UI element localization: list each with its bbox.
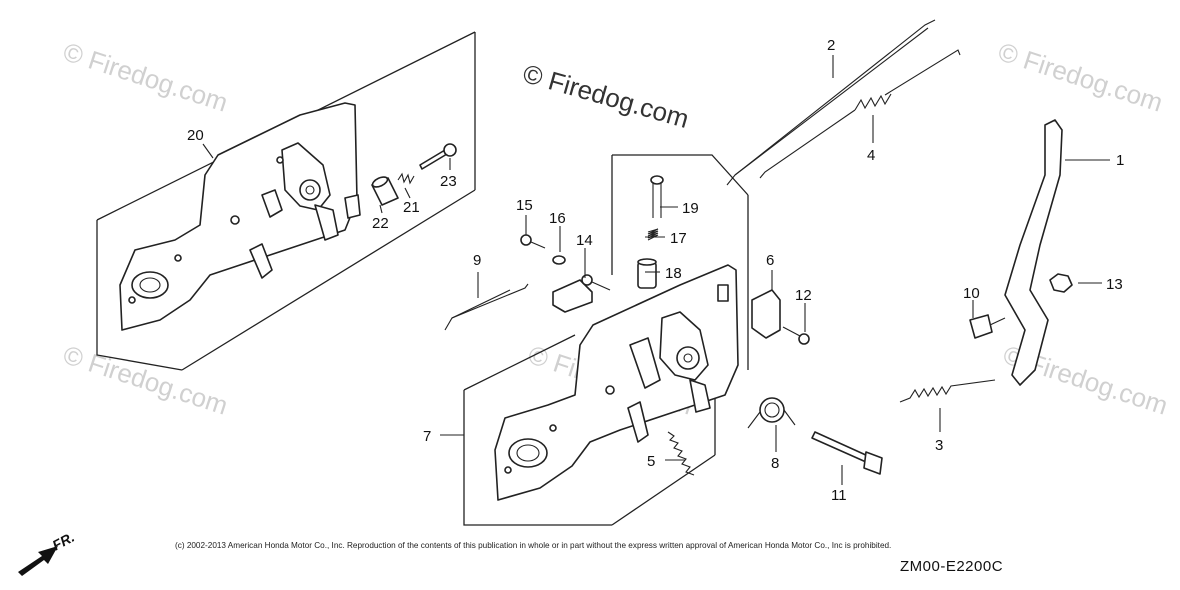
clip-10 (969, 314, 1006, 339)
screw-19 (650, 175, 664, 218)
diagram-code: ZM00-E2200C (900, 558, 1004, 575)
callout-6: 6 (766, 252, 774, 269)
collar-18 (637, 258, 657, 289)
callout-7: 7 (423, 428, 431, 445)
callout-11: 11 (831, 487, 847, 504)
bolt-11 (811, 431, 883, 475)
spring-3 (899, 379, 996, 403)
leader-lines (202, 55, 1110, 485)
callout-4: 4 (867, 147, 875, 164)
control-base-7 (494, 264, 739, 501)
spring-21 (397, 172, 415, 185)
screw-12 (782, 326, 810, 345)
control-base-assembly-left (119, 102, 361, 331)
callout-22: 22 (372, 215, 389, 232)
rod-9 (444, 283, 529, 331)
screw-23 (419, 143, 457, 170)
callout-16: 16 (549, 210, 566, 227)
rod-2 (726, 19, 936, 186)
callout-10: 10 (963, 285, 980, 302)
spring-5 (667, 431, 695, 476)
callout-13: 13 (1106, 276, 1123, 293)
bolt-15 (520, 234, 546, 249)
callout-18: 18 (665, 265, 682, 282)
callout-9: 9 (473, 252, 481, 269)
callout-8: 8 (771, 455, 779, 472)
callout-17: 17 (670, 230, 687, 247)
stop-switch-14 (552, 274, 611, 313)
callout-19: 19 (682, 200, 699, 217)
spring-17 (647, 228, 659, 241)
washer-16 (552, 255, 566, 265)
callout-5: 5 (647, 453, 655, 470)
spring-8 (747, 397, 796, 429)
callout-14: 14 (576, 232, 593, 249)
callout-23: 23 (440, 173, 457, 190)
callout-20: 20 (187, 127, 204, 144)
nut-13 (1049, 273, 1073, 293)
callout-2: 2 (827, 37, 835, 54)
callouts: 1 2 3 4 5 6 7 8 9 10 11 12 13 14 15 16 1… (187, 37, 1124, 504)
copyright-notice: (c) 2002-2013 American Honda Motor Co., … (175, 541, 892, 550)
callout-15: 15 (516, 197, 533, 214)
callout-1: 1 (1116, 152, 1124, 169)
clip-6 (751, 289, 781, 339)
spring-4 (759, 49, 961, 179)
callout-21: 21 (403, 199, 420, 216)
callout-3: 3 (935, 437, 943, 454)
collar-22 (371, 176, 399, 206)
callout-12: 12 (795, 287, 812, 304)
front-direction-arrow (18, 546, 58, 576)
lever-1 (1004, 119, 1063, 386)
